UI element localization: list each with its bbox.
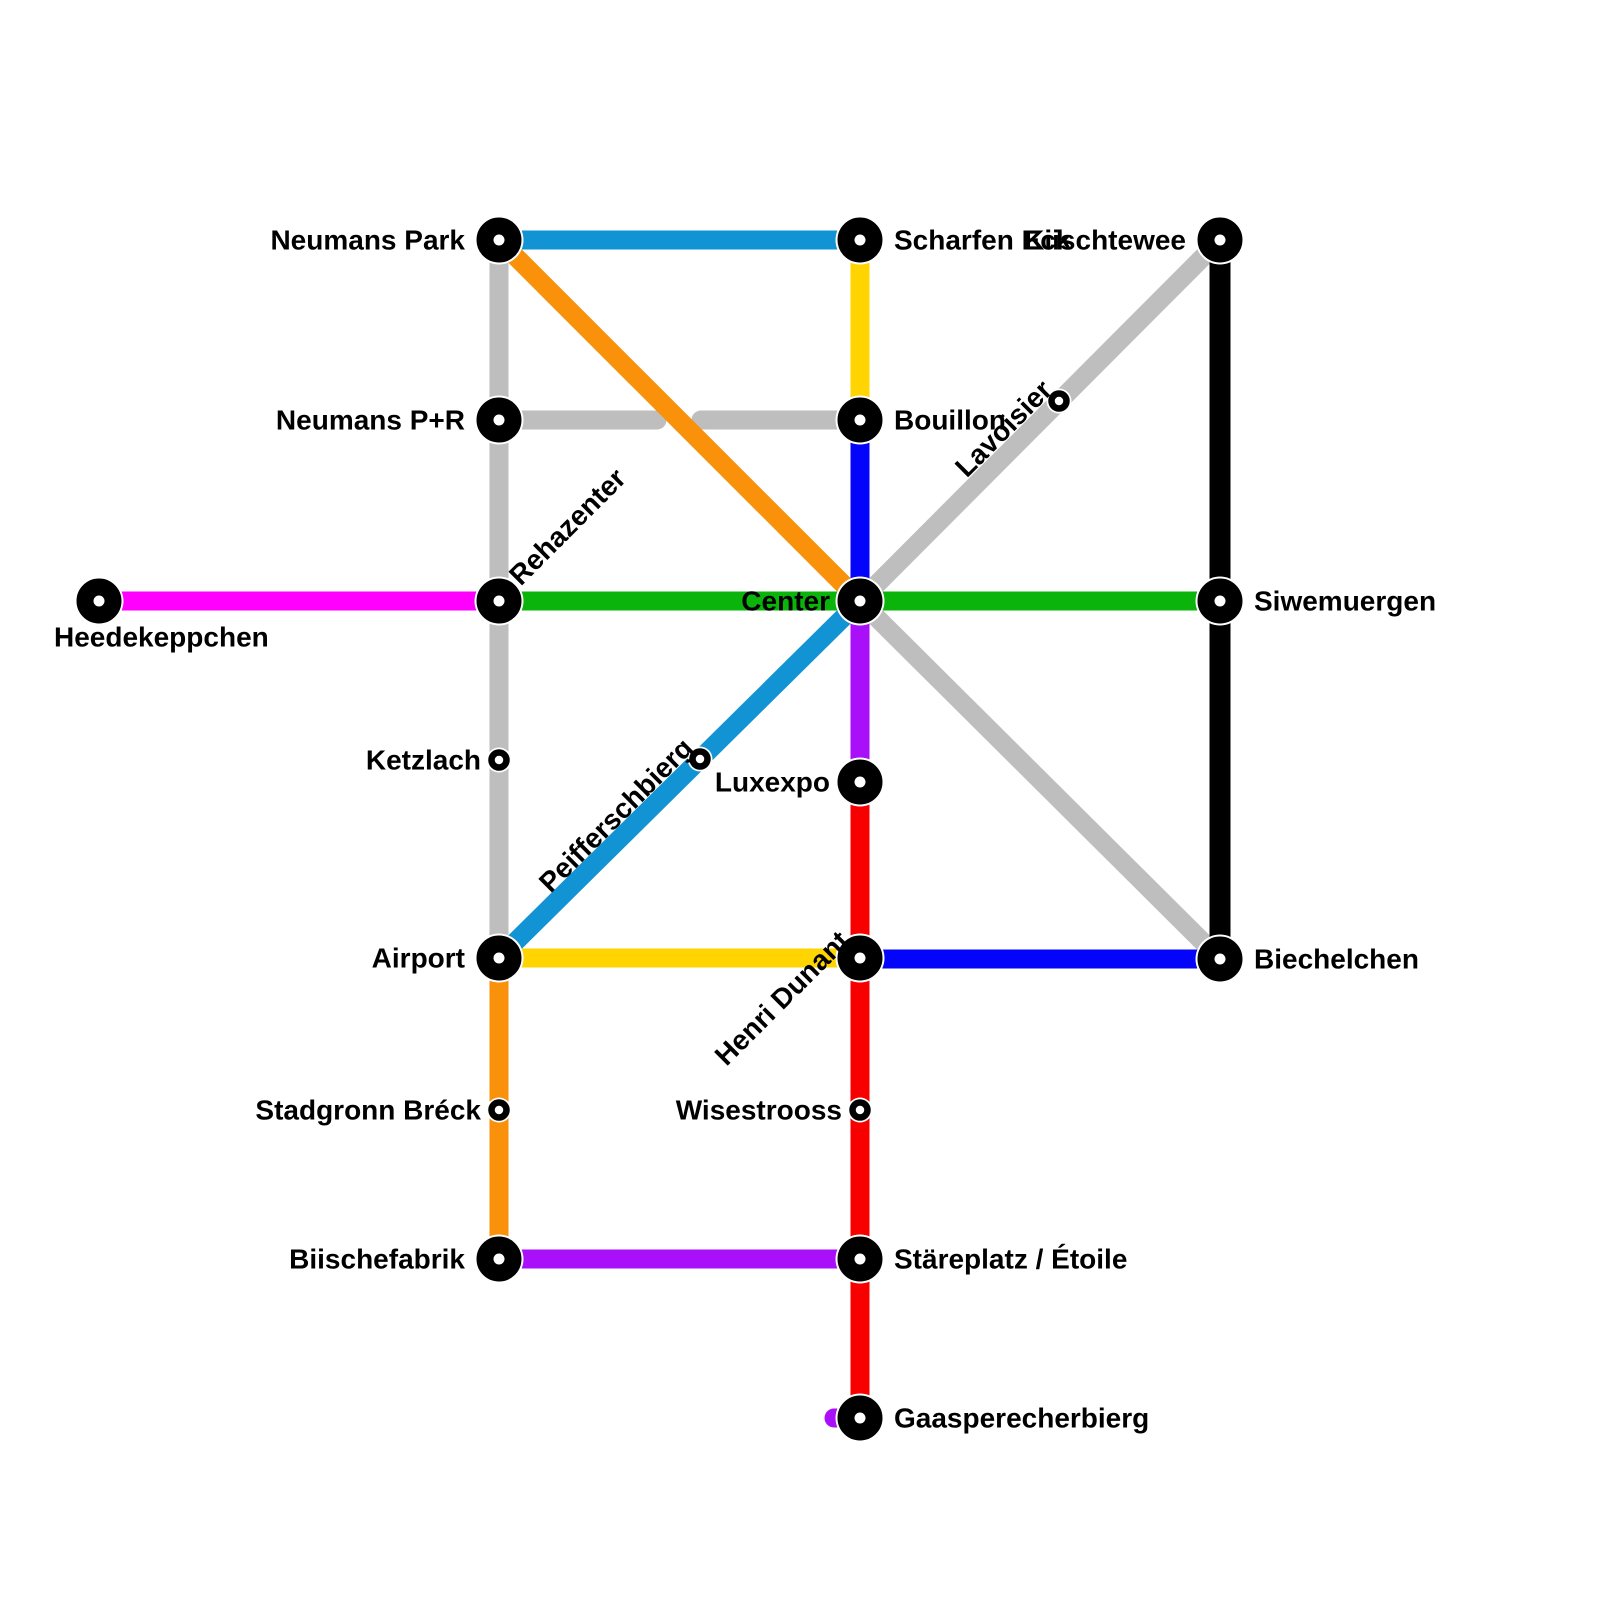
- station-marker-wisestrooss: [849, 1099, 871, 1121]
- station-marker-inner-henri-dunant: [847, 945, 873, 971]
- station-label-bouillon: Bouillon: [894, 405, 1006, 436]
- station-label-kiischtewee: Kiischtewee: [1024, 225, 1186, 256]
- station-marker-inner-biischefabrik: [486, 1246, 512, 1272]
- station-label-gaasperecherbierg: Gaasperecherbierg: [894, 1403, 1149, 1434]
- line-orange-neumanspark-center: [489, 230, 870, 611]
- station-label-heedekeppchen: Heedekeppchen: [54, 622, 269, 653]
- station-marker-inner-stareplatz-etoile: [847, 1246, 873, 1272]
- station-marker-inner-kiischtewee: [1207, 227, 1233, 253]
- station-label-neumans-pr: Neumans P+R: [276, 405, 465, 436]
- station-label-neumans-park: Neumans Park: [270, 225, 465, 256]
- station-label-airport: Airport: [372, 943, 465, 974]
- station-label-luxexpo: Luxexpo: [715, 767, 830, 798]
- station-marker-inner-heedekeppchen: [86, 588, 112, 614]
- station-marker-inner-siwemuergen: [1207, 588, 1233, 614]
- station-label-siwemuergen: Siwemuergen: [1254, 586, 1436, 617]
- station-marker-inner-neumans-park: [486, 227, 512, 253]
- station-label-biischefabrik: Biischefabrik: [289, 1244, 465, 1275]
- station-label-biechelchen: Biechelchen: [1254, 944, 1419, 975]
- station-label-wisestrooss: Wisestrooss: [676, 1095, 842, 1126]
- station-label-scharfen-eck: Scharfen Eck: [894, 225, 1072, 256]
- line-gray-center-kiischtewee: [850, 230, 1230, 611]
- line-gray-center-biechelchen: [850, 591, 1230, 969]
- station-label-stareplatz-etoile: Stäreplatz / Étoile: [894, 1244, 1127, 1275]
- station-marker-inner-neumans-pr: [486, 407, 512, 433]
- station-marker-inner-gaasperecherbierg: [847, 1405, 873, 1431]
- station-label-stadgronn-breck: Stadgronn Bréck: [255, 1095, 481, 1126]
- station-marker-inner-rehazenter: [486, 588, 512, 614]
- station-marker-inner-center: [847, 588, 873, 614]
- station-marker-inner-airport: [486, 945, 512, 971]
- station-marker-inner-luxexpo: [847, 769, 873, 795]
- station-marker-lavoisier: [1048, 390, 1070, 412]
- station-label-center: Center: [741, 586, 830, 617]
- station-label-ketzlach: Ketzlach: [366, 745, 481, 776]
- station-marker-peifferschbierg: [689, 748, 711, 770]
- station-marker-ketzlach: [488, 749, 510, 771]
- station-marker-inner-scharfen-eck: [847, 227, 873, 253]
- station-marker-inner-bouillon: [847, 407, 873, 433]
- station-marker-stadgronn-breck: [488, 1099, 510, 1121]
- line-lightblue-center-airport: [489, 591, 870, 968]
- station-marker-inner-biechelchen: [1207, 946, 1233, 972]
